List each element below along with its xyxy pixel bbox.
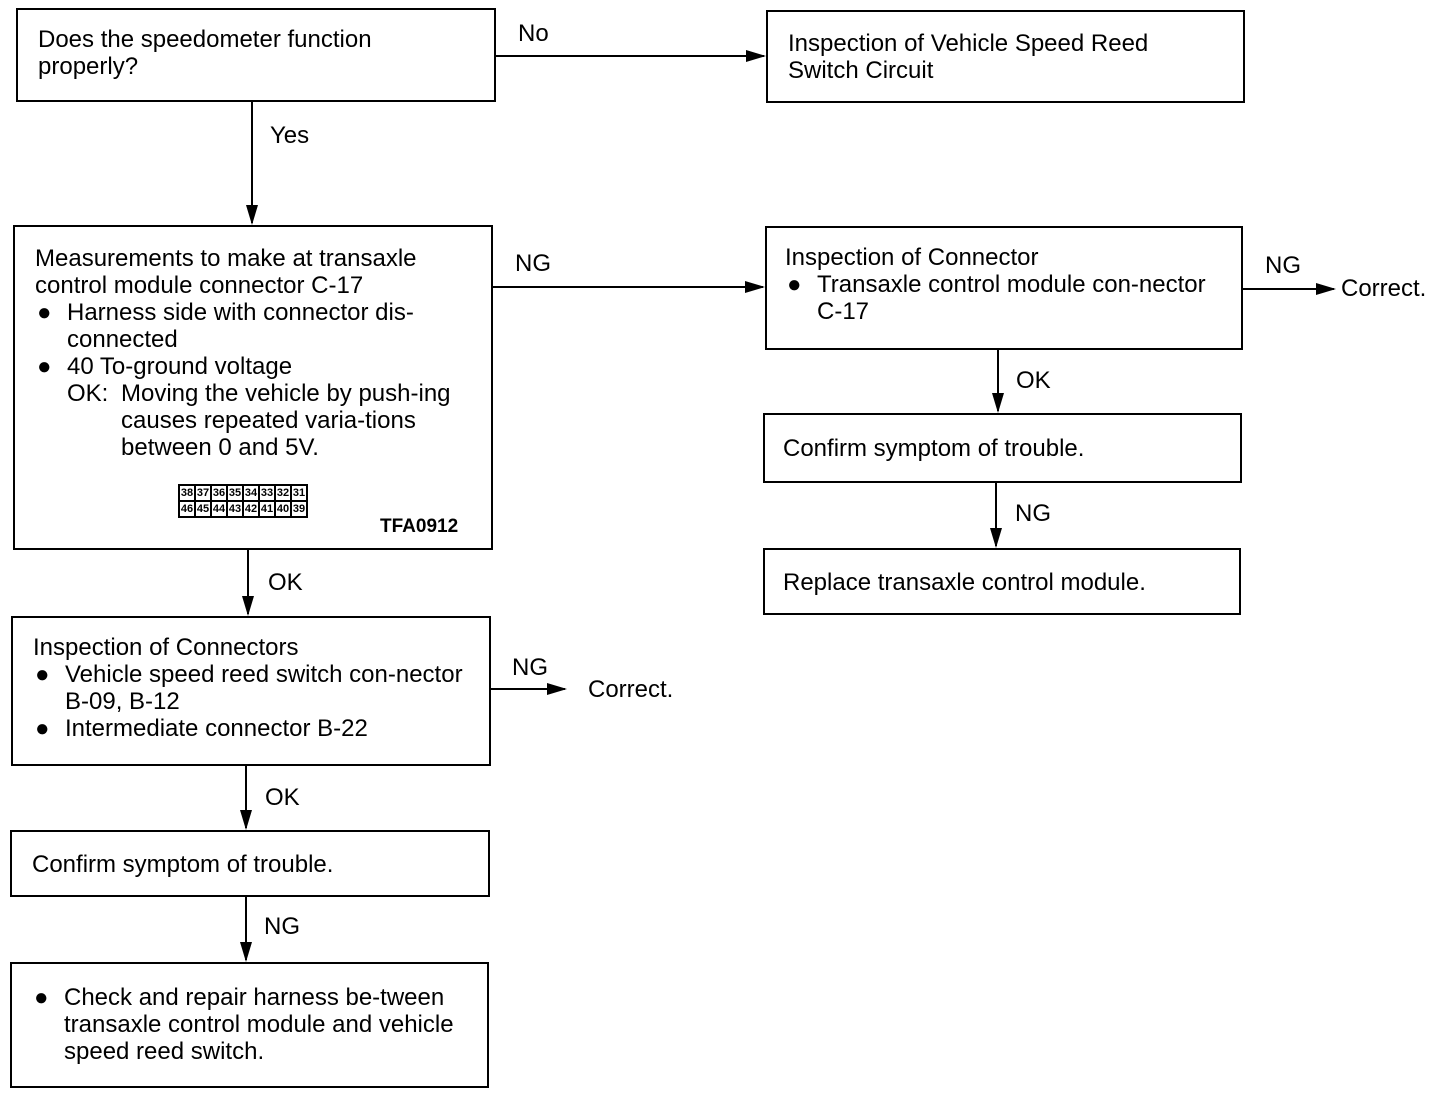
bullet-icon: ● (787, 271, 802, 298)
bullet-icon: ● (34, 984, 49, 1011)
connector-pin: 34 (242, 484, 260, 502)
box-text: Replace transaxle control module. (783, 569, 1146, 596)
label-ok: OK (268, 569, 303, 596)
bullet-text: Intermediate connector B-22 (65, 715, 368, 742)
connector-pin: 31 (290, 484, 308, 502)
label-ok: OK (265, 784, 300, 811)
connector-pin: 40 (274, 500, 292, 518)
connector-pin: 33 (258, 484, 276, 502)
connector-pin: 41 (258, 500, 276, 518)
inspect-reed-switch-box: Inspection of Vehicle Speed Reed Switch … (766, 10, 1245, 103)
inspect-connector-c17-box: Inspection of Connector ● Transaxle contr… (765, 226, 1243, 350)
box-title: Measurements to make at transaxle contro… (35, 245, 417, 299)
inspect-connectors-box: Inspection of Connectors ● Vehicle speed … (11, 616, 491, 766)
connector-pin: 46 (178, 500, 196, 518)
label-ng: NG (512, 654, 548, 681)
bullet-text: 40 To-ground voltage (67, 353, 293, 380)
connector-pin: 45 (194, 500, 212, 518)
box-title: Inspection of Connector (785, 244, 1039, 271)
box-title: Inspection of Connectors (33, 634, 299, 661)
label-ng: NG (515, 250, 551, 277)
connector-pin: 44 (210, 500, 228, 518)
label-ng: NG (264, 913, 300, 940)
bullet-icon: ● (37, 353, 52, 380)
connector-pin: 43 (226, 500, 244, 518)
connector-pin: 36 (210, 484, 228, 502)
box-text: Inspection of Vehicle Speed Reed Switch … (788, 30, 1149, 84)
bullet-icon: ● (35, 661, 50, 688)
bullet-text: Harness side with connector dis-connecte… (67, 299, 414, 353)
connector-pin: 37 (194, 484, 212, 502)
connector-pin: 35 (226, 484, 244, 502)
speedometer-question-box: Does the speedometer function properly? (16, 8, 496, 102)
check-repair-harness-box: ● Check and repair harness be-tween trans… (10, 962, 489, 1088)
bullet-text: Check and repair harness be-tween transa… (64, 984, 454, 1065)
label-yes: Yes (270, 122, 310, 149)
question-text: Does the speedometer function properly? (38, 26, 372, 80)
figure-code: TFA0912 (380, 516, 459, 537)
connector-pin: 39 (290, 500, 308, 518)
label-correct: Correct. (588, 676, 674, 703)
label-ng: NG (1015, 500, 1051, 527)
box-text: Confirm symptom of trouble. (32, 851, 334, 878)
ok-label: OK: (67, 380, 109, 407)
measurements-box: Measurements to make at transaxle contro… (13, 225, 493, 550)
label-ok: OK (1016, 367, 1051, 394)
confirm-symptom-right-box: Confirm symptom of trouble. (763, 413, 1242, 483)
connector-pin: 32 (274, 484, 292, 502)
bullet-icon: ● (37, 299, 52, 326)
confirm-symptom-left-box: Confirm symptom of trouble. (10, 830, 490, 897)
bullet-icon: ● (35, 715, 50, 742)
bullet-text: Vehicle speed reed switch con-nector B-0… (65, 661, 463, 715)
bullet-text: Transaxle control module con-nector C-17 (817, 271, 1206, 325)
connector-pin: 38 (178, 484, 196, 502)
box-text: Confirm symptom of trouble. (783, 435, 1085, 462)
connector-pin: 42 (242, 500, 260, 518)
label-no: No (518, 20, 549, 47)
label-ng: NG (1265, 252, 1301, 279)
replace-module-box: Replace transaxle control module. (763, 548, 1241, 615)
label-correct: Correct. (1341, 275, 1427, 302)
ok-text: Moving the vehicle by push-ing causes re… (121, 380, 451, 461)
